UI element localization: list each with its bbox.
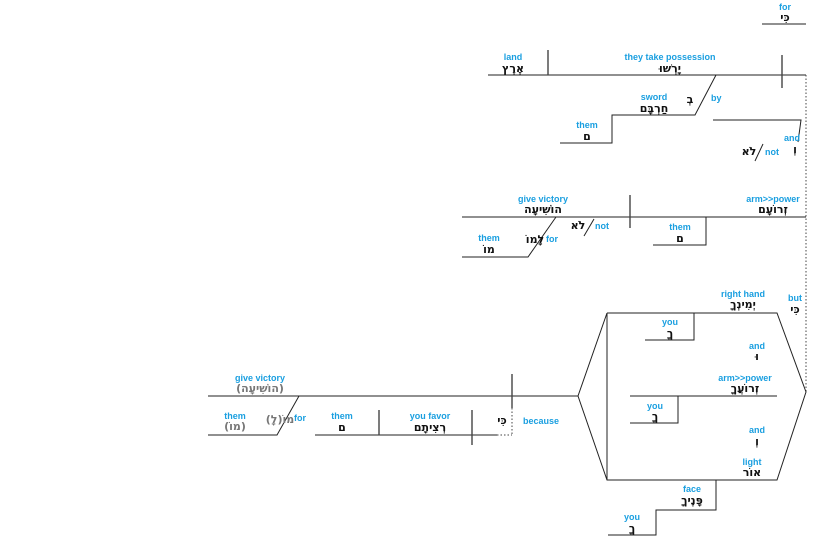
poss-2-gloss: you (647, 401, 663, 411)
poss-hebrew: ם (676, 232, 684, 245)
subject-2-hebrew: זְרוֹעֲךָ (731, 382, 759, 395)
subject-3-gloss: light (743, 457, 762, 467)
object-hebrew: אֶרֶץ (502, 62, 524, 75)
conj-hebrew: כִּי (780, 11, 789, 24)
verb-gloss: they take possession (624, 52, 715, 62)
pobj-hebrew: מוֹ (482, 243, 495, 256)
neg-hebrew: לֹא (742, 145, 757, 158)
sub-conj-gloss: because (523, 416, 559, 426)
neg-gloss: not (765, 147, 779, 157)
prep-phrase-line (208, 395, 300, 436)
face-gloss: face (683, 484, 701, 494)
clause-1: for כִּי land אֶרֶץ they take possession… (488, 2, 807, 392)
subject-3-hebrew: אוֹר (743, 466, 761, 479)
neg-hebrew: לֹא (571, 219, 586, 232)
poss-line (653, 217, 707, 246)
sub-conj-hebrew: כִּי (497, 414, 506, 427)
neg-slash (583, 218, 595, 237)
verb-hebrew: יָרְשׁוּ (658, 62, 681, 75)
poss-1-line (645, 313, 695, 341)
poss-gloss: them (669, 222, 691, 232)
pobj-hebrew: (מוֹ) (224, 420, 246, 433)
sub-verb-hebrew: רְצִיתָם (414, 421, 446, 434)
poss-hebrew: ם (583, 130, 591, 143)
verb-hebrew: הוֹשִׁיעָה (524, 203, 562, 216)
and-line (713, 119, 802, 143)
prep-phrase-line (560, 74, 717, 144)
prep-hebrew: לָמוֹ (525, 233, 544, 246)
neg-slash (754, 143, 764, 162)
sub-obj-gloss: them (331, 411, 353, 421)
prep-hebrew: (לָ)מוֹ (266, 413, 294, 426)
and-2-gloss: and (749, 425, 765, 435)
sub-verb-gloss: you favor (410, 411, 451, 421)
and-2-hebrew: וְ (755, 435, 759, 448)
subject-1-hebrew: יְמִינְךָ (730, 298, 756, 311)
and-gloss: and (784, 133, 800, 143)
and-hebrew: וְ (793, 143, 797, 156)
poss-2-line (630, 396, 679, 424)
prep-gloss: for (294, 413, 306, 423)
prep-phrase-line (462, 216, 557, 258)
prep-gloss: for (546, 234, 558, 244)
face-poss-gloss: you (624, 512, 640, 522)
face-poss-hebrew: ךָ (629, 522, 635, 535)
subject-hebrew: זְרוֹעָם (758, 203, 788, 216)
subject-gloss: arm>>power (746, 194, 800, 204)
verb-gloss: give victory (235, 373, 285, 383)
face-line (608, 480, 717, 536)
sub-obj-hebrew: ם (338, 421, 346, 434)
poss-gloss: them (576, 120, 598, 130)
prep-hebrew: בְ (687, 93, 694, 106)
verb-hebrew: (הוֹשִׁיעָה) (236, 382, 284, 395)
and-1-gloss: and (749, 341, 765, 351)
conj-gloss: but (788, 293, 802, 303)
subject-2-gloss: arm>>power (718, 373, 772, 383)
pobj-hebrew: חַרְבָּם (640, 102, 669, 115)
pobj-gloss: sword (641, 92, 668, 102)
clause-3: but כִּי right hand יְמִינְךָ you ךָ and… (208, 289, 807, 536)
poss-1-gloss: you (662, 317, 678, 327)
and-1-hebrew: וּ (754, 350, 759, 363)
clause-2: give victory הוֹשִׁיעָה arm>>power זְרוֹ… (462, 194, 806, 258)
subject-1-gloss: right hand (721, 289, 765, 299)
verb-gloss: give victory (518, 194, 568, 204)
poss-1-hebrew: ךָ (667, 327, 673, 340)
prep-gloss: by (711, 93, 722, 103)
conj-hebrew: כִּי (790, 303, 799, 316)
poss-2-hebrew: ךָ (652, 410, 658, 423)
pobj-gloss: them (224, 411, 246, 421)
neg-gloss: not (595, 221, 609, 231)
pobj-gloss: them (478, 233, 500, 243)
object-gloss: land (504, 52, 523, 62)
conj-gloss: for (779, 2, 791, 12)
face-hebrew: פָּנֶיךָ (681, 494, 703, 507)
